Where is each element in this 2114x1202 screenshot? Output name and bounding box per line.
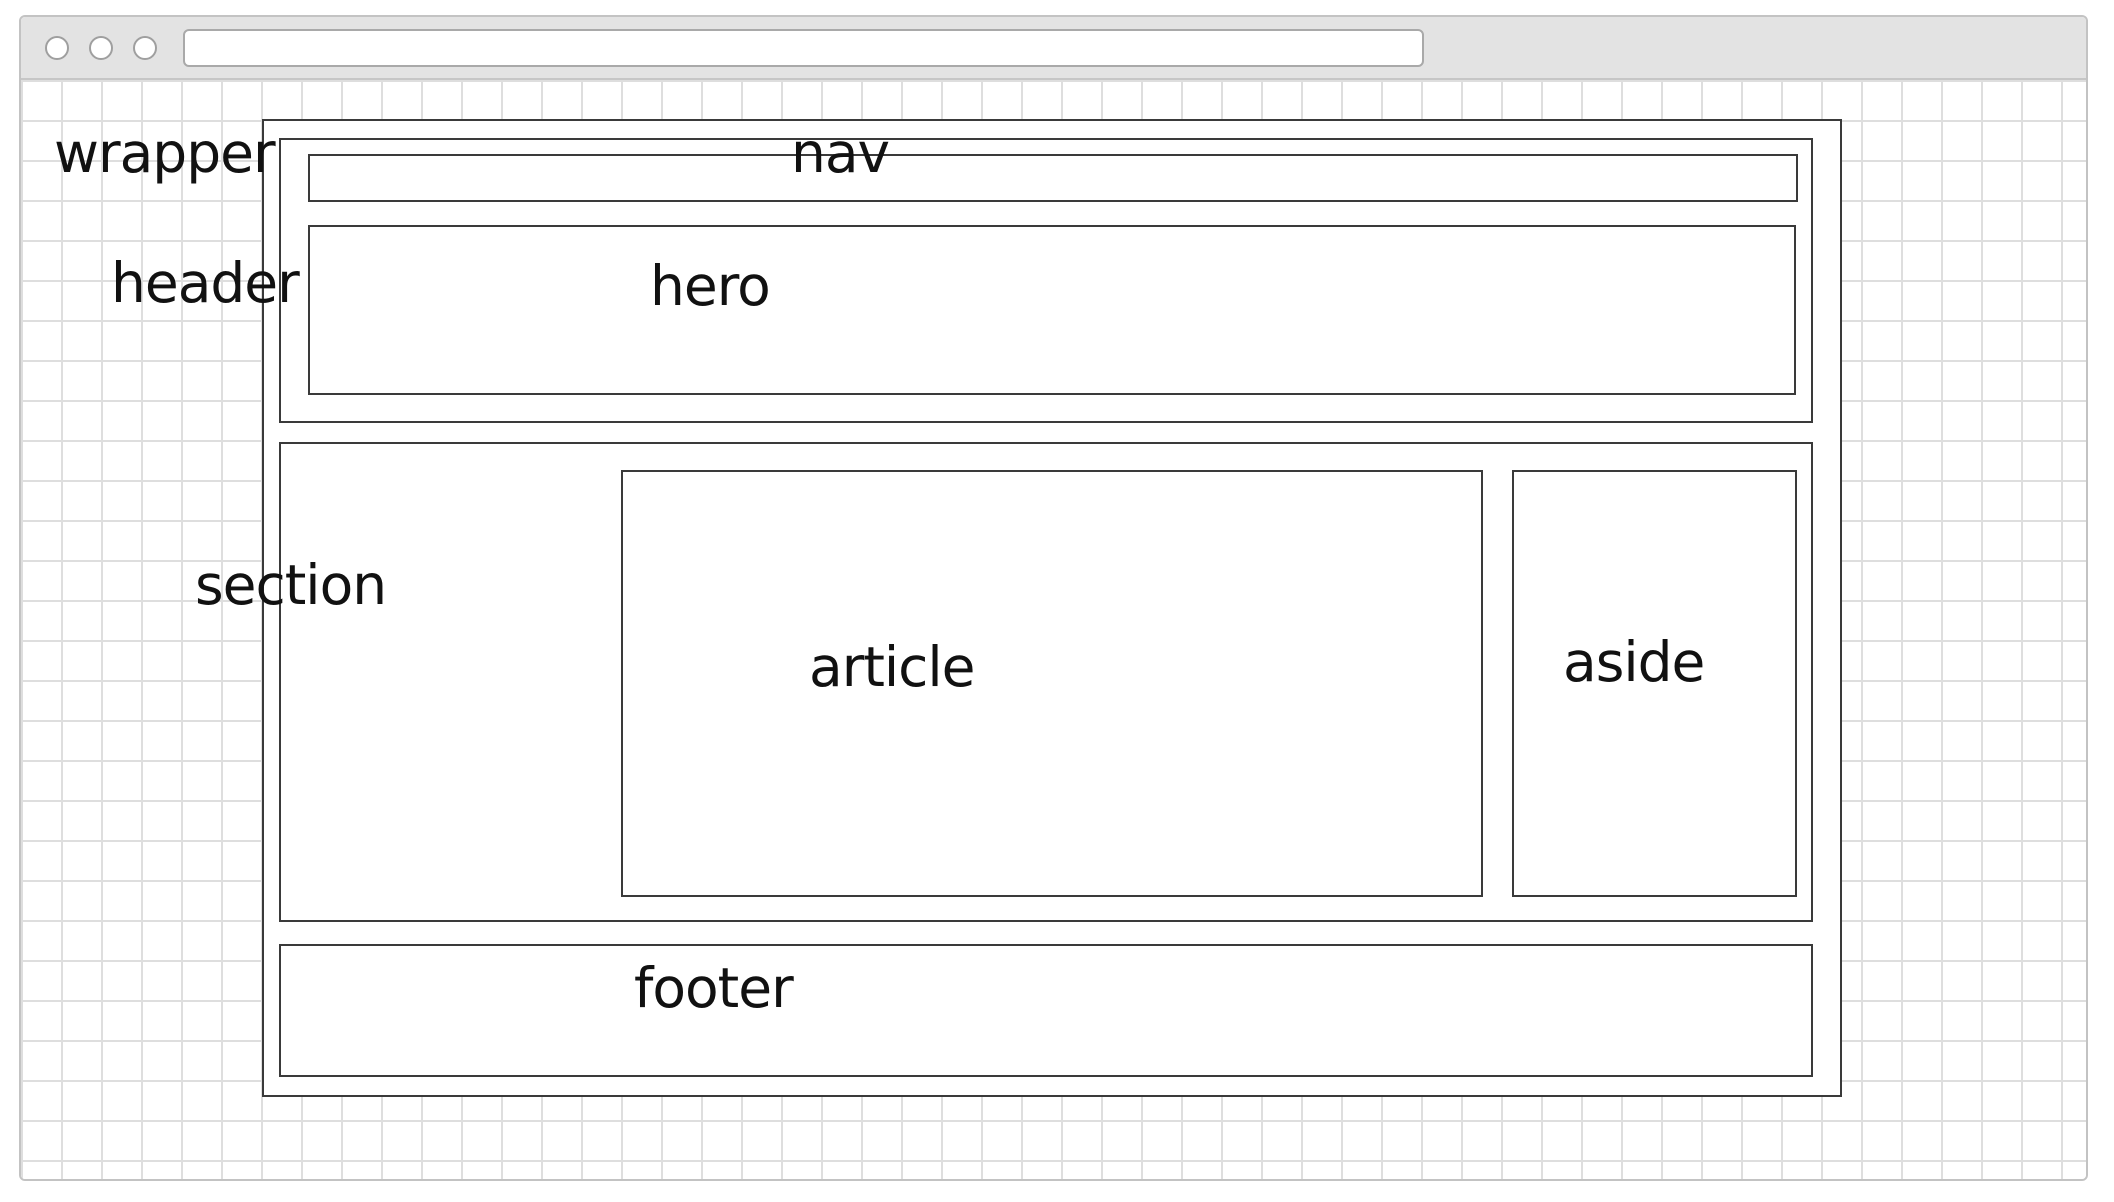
article-box xyxy=(621,470,1483,897)
footer-label: footer xyxy=(634,956,794,1020)
hero-label: hero xyxy=(650,254,771,318)
wrapper-label: wrapper xyxy=(54,121,276,185)
article-label: article xyxy=(809,635,976,699)
grid-canvas: wrapper nav header hero section article … xyxy=(21,80,2086,1179)
address-bar[interactable] xyxy=(183,29,1424,67)
browser-window: wrapper nav header hero section article … xyxy=(19,15,2088,1181)
close-window-circle-icon[interactable] xyxy=(45,36,69,60)
header-label: header xyxy=(111,251,300,315)
footer-box xyxy=(279,944,1813,1077)
browser-titlebar xyxy=(21,17,2086,80)
zoom-window-circle-icon[interactable] xyxy=(133,36,157,60)
aside-box xyxy=(1512,470,1797,897)
aside-label: aside xyxy=(1563,630,1705,694)
minimize-window-circle-icon[interactable] xyxy=(89,36,113,60)
hero-box xyxy=(308,225,1796,395)
nav-label: nav xyxy=(791,121,890,185)
nav-box xyxy=(308,154,1798,202)
section-label: section xyxy=(195,553,387,617)
